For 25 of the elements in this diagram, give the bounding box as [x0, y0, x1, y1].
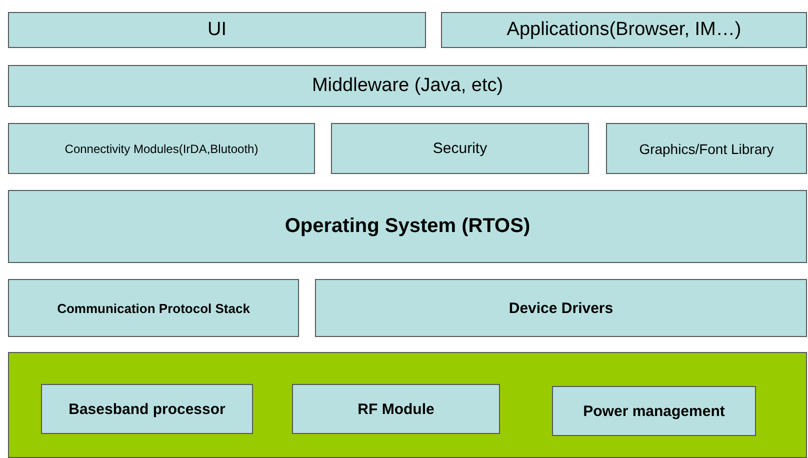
layer-label: Communication Protocol Stack	[57, 300, 250, 316]
layer-label: Operating System (RTOS)	[284, 215, 530, 238]
layer-label: Device Drivers	[508, 300, 614, 316]
layer-label: Connectivity Modules(IrDA,Blutooth)	[64, 142, 258, 156]
layer-box	[552, 386, 756, 436]
layer-label: UI	[208, 19, 226, 41]
hardware-layer-panel	[8, 352, 807, 458]
layer-box	[41, 384, 253, 434]
layer-label: Power management	[583, 402, 725, 420]
layer-label: RF Module	[358, 400, 434, 418]
layer-label: Middleware (Java, etc)	[312, 75, 504, 97]
layer-box	[8, 279, 299, 337]
layer-box	[292, 384, 500, 434]
layer-label: Security	[432, 140, 488, 157]
layer-box	[8, 12, 426, 48]
layer-label: Applications(Browser, IM…)	[506, 19, 742, 41]
layer-box	[8, 65, 807, 107]
layer-box	[441, 12, 807, 48]
layer-label: Basesband processor	[68, 400, 226, 418]
layer-box	[331, 123, 589, 174]
layer-label: Graphics/Font Library	[639, 140, 774, 156]
layer-box	[8, 123, 315, 174]
layer-box	[8, 190, 807, 263]
layer-box	[606, 123, 807, 174]
layer-box	[315, 279, 807, 337]
